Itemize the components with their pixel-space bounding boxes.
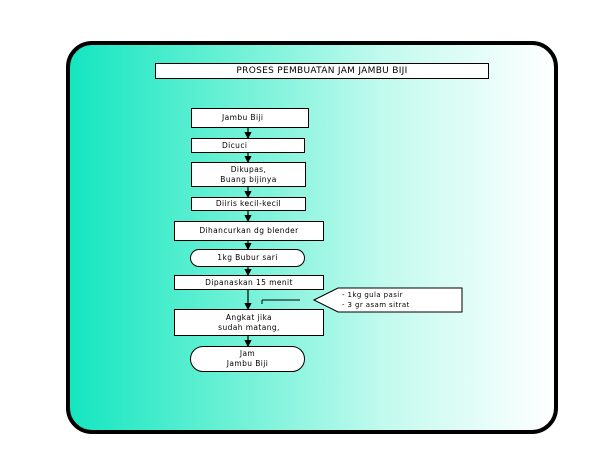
- step-dihancurkan: Dihancurkan dg blender: [174, 221, 324, 241]
- step-dikupas: Dikupas, Buang bijinya: [191, 162, 306, 187]
- step-jambu-biji: Jambu Biji: [191, 108, 309, 128]
- note-callout: [312, 287, 463, 313]
- ingredient-note: - 1kg gula pasir - 3 gr asam sitrat: [342, 291, 410, 309]
- step-dipanaskan: Dipanaskan 15 menit: [174, 275, 324, 290]
- step-dicuci: Dicuci: [191, 138, 305, 153]
- step-diiris: Diiris kecil-kecil: [191, 197, 306, 211]
- diagram-title: PROSES PEMBUATAN JAM JAMBU BIJI: [155, 63, 489, 79]
- step-bubur-sari: 1kg Bubur sari: [190, 249, 305, 267]
- step-jam-jambu-biji: Jam Jambu Biji: [190, 346, 305, 372]
- step-angkat: Angkat jika sudah matang,: [174, 309, 324, 336]
